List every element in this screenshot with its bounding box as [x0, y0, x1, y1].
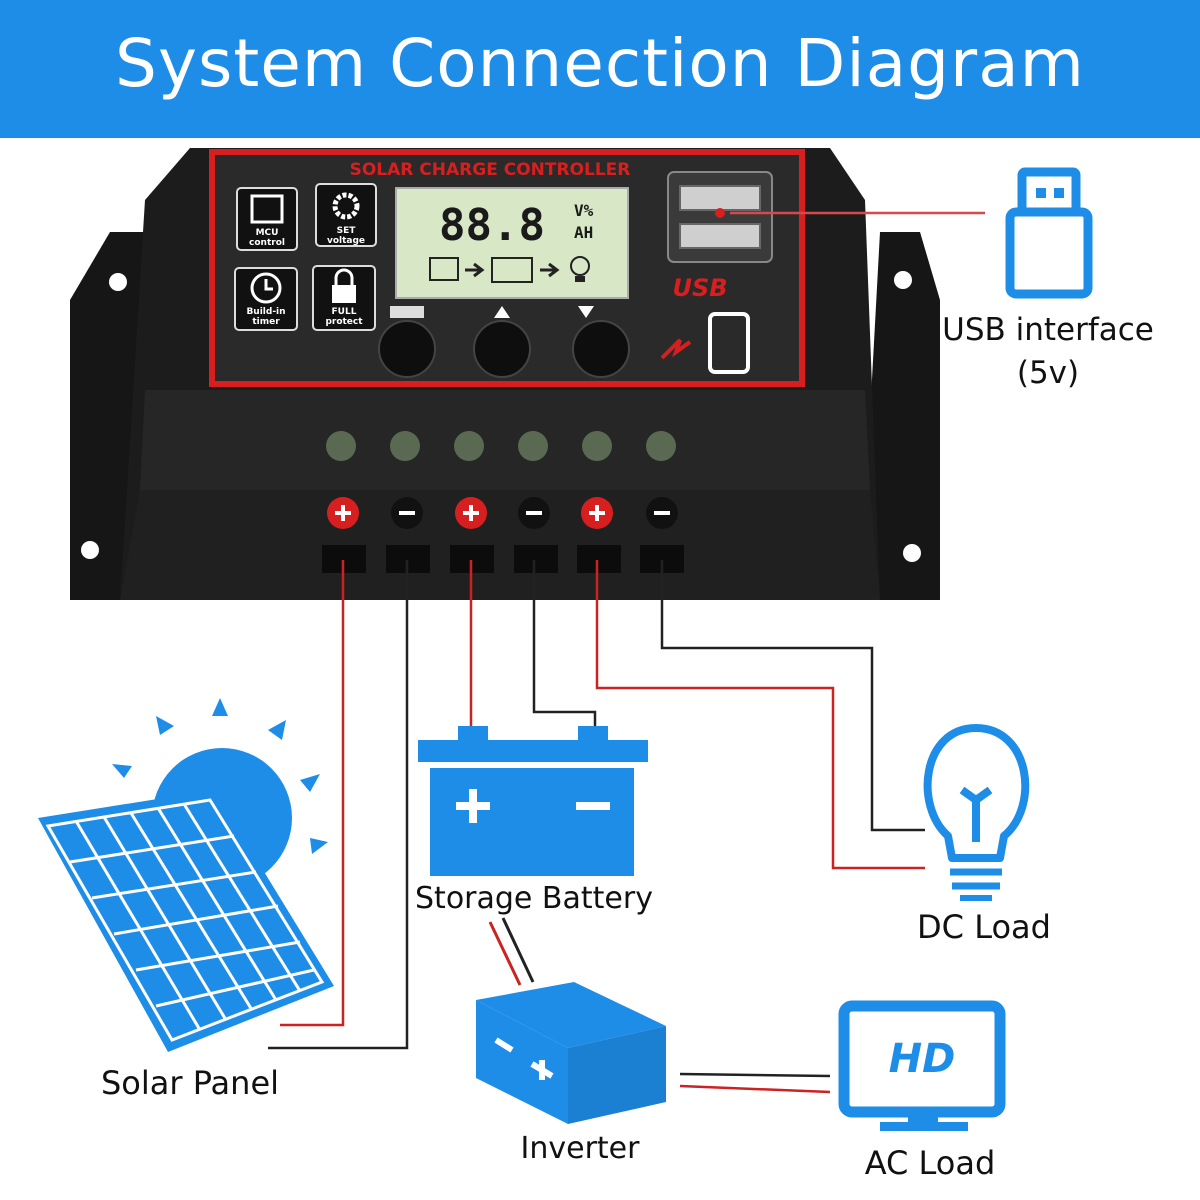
- lightning-icon: [660, 338, 692, 360]
- usb-interface-voltage: (5v): [1017, 355, 1079, 391]
- battery-inverter-wire-black: [501, 917, 535, 983]
- usb-port-label: USB: [672, 274, 727, 302]
- svg-text:FULL: FULL: [332, 307, 357, 317]
- lcd-unit-top: V%: [574, 201, 594, 220]
- storage-battery-label: Storage Battery: [415, 881, 653, 916]
- phone-icon: [708, 312, 750, 374]
- usb-port: [667, 171, 773, 263]
- solar-positive-wire: [280, 560, 345, 1027]
- header-banner: System Connection Diagram: [0, 0, 1200, 138]
- dc-load-negative-wire: [660, 560, 925, 832]
- svg-text:Build-in: Build-in: [246, 307, 285, 317]
- push-buttons: [378, 306, 630, 378]
- lcd-bulb-icon: [570, 256, 590, 276]
- up-push-button: [473, 320, 531, 378]
- terminal-screws: [326, 431, 676, 461]
- inverter-label: Inverter: [521, 1131, 641, 1166]
- monitor-icon: [838, 1000, 1006, 1131]
- svg-text:voltage: voltage: [327, 236, 365, 246]
- wiring: [268, 211, 985, 1094]
- feature-button-timer: Build-in timer: [234, 267, 298, 331]
- feature-button-set-voltage: SET voltage: [315, 183, 377, 247]
- inverter-ac-wire-red: [679, 1084, 831, 1094]
- clock-icon: [250, 272, 282, 304]
- usb-interface-label: USB interface: [942, 312, 1154, 348]
- menu-push-button: [378, 320, 436, 378]
- page-title: System Connection Diagram: [115, 25, 1085, 102]
- battery-negative-wire: [532, 560, 597, 728]
- svg-text:timer: timer: [252, 317, 280, 327]
- dc-load-positive-wire: [595, 560, 925, 870]
- svg-text:SET: SET: [337, 226, 357, 236]
- inverter-icon: [476, 982, 666, 1124]
- gear-icon: [332, 192, 360, 220]
- svg-text:protect: protect: [325, 317, 363, 327]
- controller-panel-title: SOLAR CHARGE CONTROLLER: [350, 160, 631, 180]
- polarity-markers: [327, 497, 678, 529]
- usb-plug-icon: [1005, 167, 1093, 299]
- ac-load-label: AC Load: [865, 1144, 996, 1182]
- down-push-button: [572, 320, 630, 378]
- svg-text:MCU: MCU: [256, 228, 279, 238]
- lock-icon: [332, 285, 356, 303]
- battery-icon: [418, 726, 648, 876]
- charge-controller: SOLAR CHARGE CONTROLLER MCU control SET …: [70, 148, 940, 600]
- monitor-hd-text: HD: [889, 1036, 956, 1082]
- light-bulb-icon: [923, 724, 1030, 901]
- lcd-digits: 88.8: [439, 200, 545, 251]
- lcd-unit-bottom: AH: [574, 223, 593, 242]
- right-mounting-ear: [860, 232, 940, 600]
- feature-button-mcu: MCU control: [236, 187, 298, 251]
- solar-panel-icon: [38, 790, 334, 1052]
- battery-inverter-wire-red: [488, 921, 522, 986]
- svg-text:control: control: [249, 238, 285, 248]
- feature-button-full-protect: FULL protect: [312, 265, 376, 331]
- solar-negative-wire: [268, 560, 409, 1050]
- chip-icon: [250, 194, 284, 224]
- inverter-ac-wire-black: [679, 1072, 831, 1078]
- solar-panel-label: Solar Panel: [101, 1064, 279, 1102]
- lcd-battery-icon: [491, 257, 533, 283]
- lcd-display: 88.8 V% AH: [395, 187, 629, 299]
- dc-load-label: DC Load: [917, 908, 1051, 946]
- lcd-panel-icon: [429, 257, 459, 281]
